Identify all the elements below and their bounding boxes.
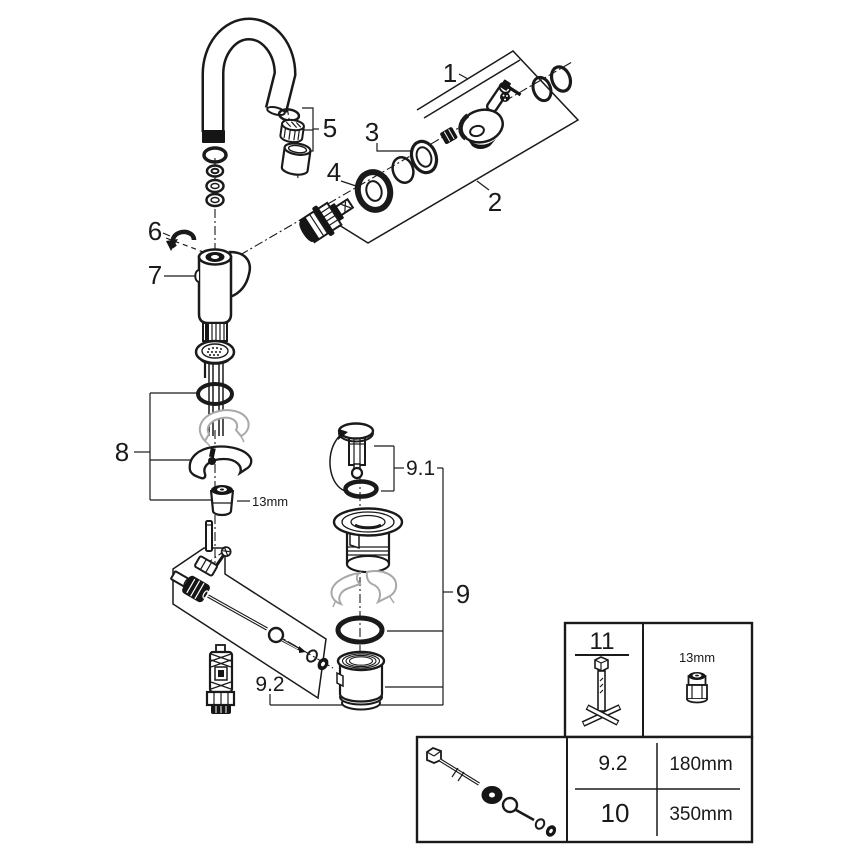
lever-handle	[458, 82, 512, 149]
drain-flange	[332, 507, 404, 574]
nut-13mm	[209, 485, 235, 517]
rod-assembly-box	[172, 547, 327, 700]
drain-o-ring	[335, 615, 385, 645]
mounting-o-ring-8	[196, 382, 234, 406]
assembly-divider-1	[423, 59, 521, 119]
mounting-washer-gray	[198, 409, 250, 447]
callout-9: 9	[456, 579, 470, 609]
connection-hose	[205, 644, 236, 714]
callout-6: 6	[148, 216, 162, 246]
callout-9-1: 9.1	[406, 457, 435, 480]
socket-13mm	[686, 672, 708, 704]
handle-o-rings	[531, 65, 573, 103]
rod-o-ring	[306, 649, 318, 663]
callout-4: 4	[327, 157, 341, 187]
table-part-10: 10	[601, 798, 630, 828]
callout-9-2: 9.2	[255, 673, 284, 696]
seal-ring-4	[354, 169, 394, 213]
plug-rotation-arrow	[329, 429, 348, 492]
faucet-body	[194, 248, 251, 325]
callout-2: 2	[488, 187, 502, 217]
legend-part-11-label: 11	[590, 628, 615, 655]
plug-seal	[343, 479, 379, 499]
callout-8: 8	[115, 437, 129, 467]
bracket-3	[376, 143, 414, 152]
leader-6	[162, 232, 171, 237]
callout-1: 1	[443, 58, 457, 88]
drain-body-lower	[336, 650, 386, 711]
handle-adapter-nut	[440, 127, 458, 144]
table-length-350mm: 350mm	[669, 804, 732, 825]
sink-cross-section	[330, 570, 398, 608]
callout-3: 3	[365, 117, 379, 147]
mounting-tool	[581, 656, 622, 727]
spout-tube	[201, 17, 297, 143]
legend-tool-box	[563, 621, 754, 739]
aerator-shell	[280, 142, 312, 176]
spout-end-fitting	[202, 130, 225, 143]
body-shank	[202, 322, 228, 342]
aerator-insert	[279, 118, 305, 144]
spout-o-rings	[202, 146, 228, 208]
bracket-8	[134, 392, 212, 501]
pivot-rod	[207, 594, 306, 653]
callout-7: 7	[148, 260, 162, 290]
pop-up-plug	[337, 422, 375, 480]
rotate-arrow-icon	[166, 229, 197, 251]
assembly-box-2	[330, 50, 580, 244]
table-length-180mm: 180mm	[669, 754, 732, 775]
bracket-9-1	[374, 445, 443, 492]
threaded-pin	[205, 520, 213, 552]
legend-size-table: 9.2 180mm 10 350mm	[415, 735, 754, 844]
handle-screw	[500, 79, 522, 102]
wrench-size-label: 13mm	[252, 494, 288, 509]
rod-grommet	[317, 657, 329, 671]
legend-socket-size-label: 13mm	[679, 650, 715, 665]
callout-5: 5	[323, 113, 337, 143]
legend-rod-illustration	[426, 746, 557, 837]
rod-connector	[194, 555, 218, 577]
sleeve-ring-3	[409, 139, 439, 175]
cartridge	[298, 197, 355, 244]
rod-nut	[182, 575, 210, 603]
mounting-clamp	[188, 445, 253, 480]
body-flange	[194, 339, 236, 365]
table-part-9-2: 9.2	[598, 752, 627, 775]
